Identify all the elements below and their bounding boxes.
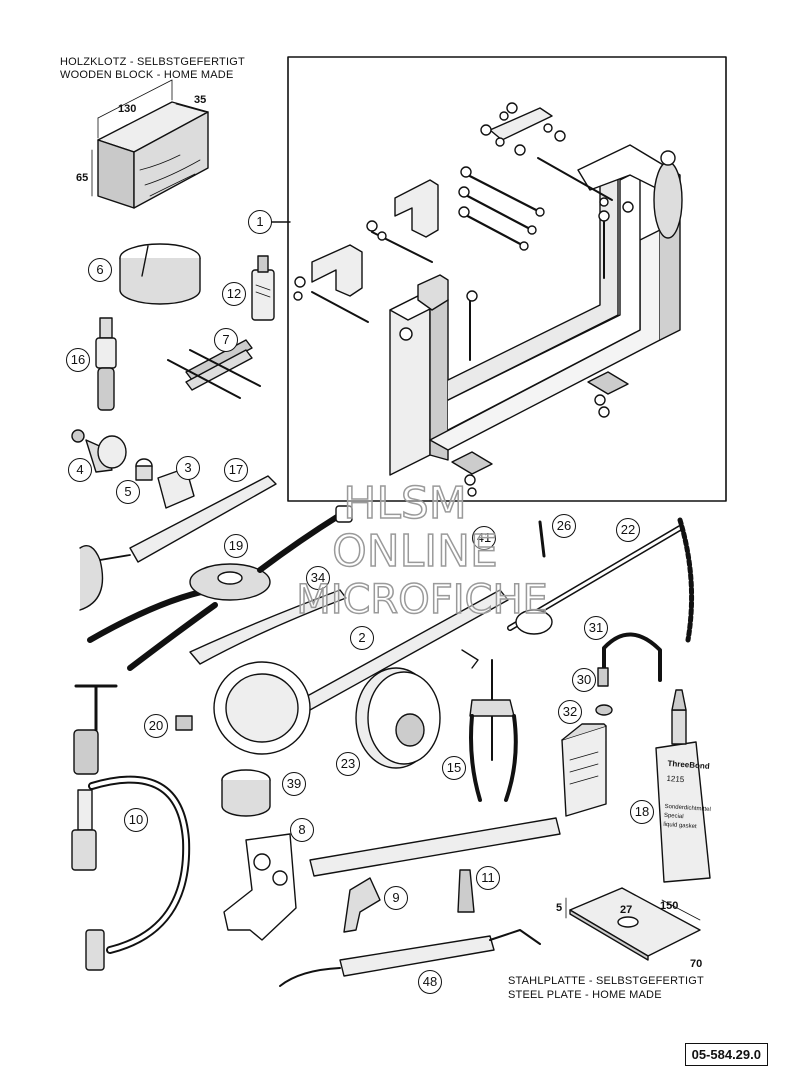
clamp-7-drawing <box>167 339 261 399</box>
dim-block-length: 130 <box>118 103 137 115</box>
callout-19: 19 <box>224 534 248 558</box>
engine-stand-frame <box>287 56 727 502</box>
wooden-block-note-de: HOLZKLOTZ - SELBSTGEFERTIGT <box>60 56 245 68</box>
steel-plate-drawing <box>565 887 701 961</box>
callout-7: 7 <box>214 328 238 352</box>
callout-12: 12 <box>222 282 246 306</box>
steel-plate-note-en: STEEL PLATE - HOME MADE <box>508 989 662 1001</box>
bar-8-drawing <box>223 817 561 941</box>
callout-32: 32 <box>558 700 582 724</box>
puller-16-drawing <box>95 317 117 411</box>
callout-11: 11 <box>476 866 500 890</box>
callout-20: 20 <box>144 714 168 738</box>
chain-tool-22-drawing <box>507 517 695 643</box>
sealant-tube-18-drawing <box>655 689 711 883</box>
bar-17-drawing <box>129 475 277 563</box>
callout-22: 22 <box>616 518 640 542</box>
callout-2: 2 <box>350 626 374 650</box>
wooden-block-drawing <box>91 79 209 209</box>
callout-17: 17 <box>224 458 248 482</box>
holding-tool-19-drawing <box>79 505 353 671</box>
valve-spring-compressor-10-drawing <box>71 684 191 971</box>
callout-1: 1 <box>248 210 272 234</box>
engine-stand-drawing <box>293 102 683 497</box>
callout-26: 26 <box>552 514 576 538</box>
screw-20-drawing <box>175 715 193 731</box>
callout-34: 34 <box>306 566 330 590</box>
callout-30: 30 <box>572 668 596 692</box>
wooden-block-note-en: WOODEN BLOCK - HOME MADE <box>60 69 234 81</box>
dim-plate-width: 70 <box>690 958 703 970</box>
callout-9: 9 <box>384 886 408 910</box>
puller-15-drawing <box>461 649 518 802</box>
steel-plate-note-de: STAHLPLATTE - SELBSTGEFERTIGT <box>508 975 704 987</box>
dim-block-depth: 35 <box>194 94 207 106</box>
callout-4: 4 <box>68 458 92 482</box>
sealant-bottle-drawing <box>251 255 275 321</box>
callout-10: 10 <box>124 808 148 832</box>
dim-plate-hole: 27 <box>620 904 633 916</box>
flywheel-23-drawing <box>355 667 441 769</box>
part-9-drawing <box>343 877 381 933</box>
dim-plate-length: 150 <box>660 900 679 912</box>
watermark-line-2: ONLINE <box>331 526 498 577</box>
callout-8: 8 <box>290 818 314 842</box>
callout-23: 23 <box>336 752 360 776</box>
callout-16: 16 <box>66 348 90 372</box>
socket-39-drawing <box>221 769 271 817</box>
grease-gun-48-drawing <box>279 929 541 987</box>
u-bar-31-drawing <box>602 632 662 682</box>
part-32-drawing <box>595 704 613 716</box>
callout-6: 6 <box>88 258 112 282</box>
callout-3: 3 <box>176 456 200 480</box>
dim-plate-thickness: 5 <box>556 902 563 914</box>
wrench-34-drawing <box>189 589 347 665</box>
watermark-line-3: MICROFICHE <box>295 577 548 623</box>
clutch-holder-2-drawing <box>213 589 509 755</box>
callout-18: 18 <box>630 800 654 824</box>
tube-brand: ThreeBond <box>667 758 711 771</box>
tube-desc-2: Special liquid gasket <box>663 812 697 831</box>
oil-can-drawing <box>561 723 607 817</box>
ring-tool-drawing <box>119 243 201 305</box>
callout-15: 15 <box>442 756 466 780</box>
callout-48: 48 <box>418 970 442 994</box>
callout-31: 31 <box>584 616 608 640</box>
dim-block-height: 65 <box>76 172 89 184</box>
callout-5: 5 <box>116 480 140 504</box>
callout-39: 39 <box>282 772 306 796</box>
document-number: 05-584.29.0 <box>684 1043 768 1066</box>
tube-code: 1215 <box>666 773 685 785</box>
watermark-line-1: HLSM <box>343 478 468 529</box>
callout-41: 41 <box>472 526 496 550</box>
pin-26-drawing <box>538 520 546 558</box>
part-11-drawing <box>457 869 475 913</box>
part-30-drawing <box>597 667 609 687</box>
